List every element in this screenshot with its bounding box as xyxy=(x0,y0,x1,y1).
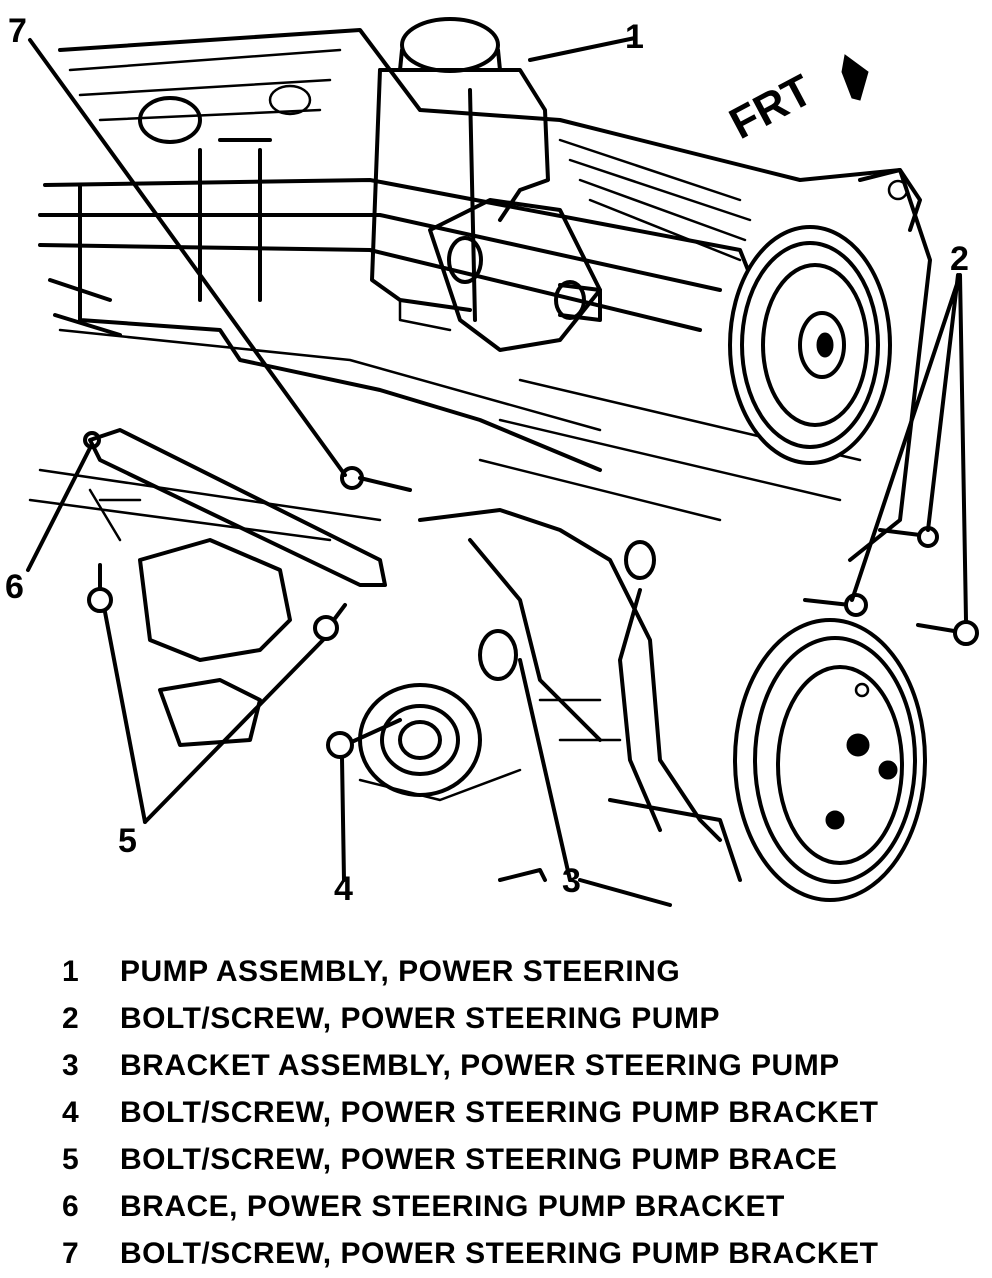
legend-label: BOLT/SCREW, POWER STEERING PUMP BRACKET xyxy=(120,1236,879,1270)
legend-row: 3 BRACKET ASSEMBLY, POWER STEERING PUMP xyxy=(62,1042,962,1089)
legend-row: 1 PUMP ASSEMBLY, POWER STEERING xyxy=(62,948,962,995)
legend-label: BRACE, POWER STEERING PUMP BRACKET xyxy=(120,1189,785,1223)
legend-number: 6 xyxy=(62,1189,80,1223)
idler-assembly xyxy=(138,538,522,802)
lower-pulley xyxy=(733,618,927,902)
pump-brace xyxy=(83,428,387,587)
callout-1: 1 xyxy=(625,18,644,56)
callout-2: 2 xyxy=(950,240,969,278)
legend-row: 4 BOLT/SCREW, POWER STEERING PUMP BRACKE… xyxy=(62,1089,962,1136)
leader-lines xyxy=(26,36,968,907)
legend-row: 7 BOLT/SCREW, POWER STEERING PUMP BRACKE… xyxy=(62,1230,962,1277)
legend-number: 4 xyxy=(62,1095,80,1129)
engine-block xyxy=(28,28,932,562)
legend-row: 5 BOLT/SCREW, POWER STEERING PUMP BRACE xyxy=(62,1136,962,1183)
front-orientation-marker: FRT xyxy=(722,54,869,149)
legend-label: BOLT/SCREW, POWER STEERING PUMP BRACE xyxy=(120,1142,838,1176)
legend-label: BOLT/SCREW, POWER STEERING PUMP xyxy=(120,1001,720,1035)
legend-number: 5 xyxy=(62,1142,80,1176)
callout-4: 4 xyxy=(334,870,353,908)
frt-label: FRT xyxy=(722,65,821,148)
legend-row: 6 BRACE, POWER STEERING PUMP BRACKET xyxy=(62,1183,962,1230)
legend-number: 2 xyxy=(62,1001,80,1035)
callout-5: 5 xyxy=(118,822,137,860)
legend-row: 2 BOLT/SCREW, POWER STEERING PUMP xyxy=(62,995,962,1042)
legend-number: 7 xyxy=(62,1236,80,1270)
pump-bracket xyxy=(418,508,742,882)
pump-reservoir xyxy=(370,17,602,352)
upper-pulley xyxy=(728,225,892,465)
exploded-engine-diagram: FRT 1 2 3 4 5 6 7 xyxy=(5,12,979,908)
legend-number: 3 xyxy=(62,1048,80,1082)
legend-label: BOLT/SCREW, POWER STEERING PUMP BRACKET xyxy=(120,1095,879,1129)
parts-legend: 1 PUMP ASSEMBLY, POWER STEERING 2 BOLT/S… xyxy=(62,948,962,1277)
legend-number: 1 xyxy=(62,954,80,988)
callout-7: 7 xyxy=(8,12,27,50)
callout-labels: 1 2 3 4 5 6 7 xyxy=(5,12,969,908)
callout-3: 3 xyxy=(562,862,581,900)
legend-label: BRACKET ASSEMBLY, POWER STEERING PUMP xyxy=(120,1048,840,1082)
callout-6: 6 xyxy=(5,568,24,606)
legend-label: PUMP ASSEMBLY, POWER STEERING xyxy=(120,954,681,988)
